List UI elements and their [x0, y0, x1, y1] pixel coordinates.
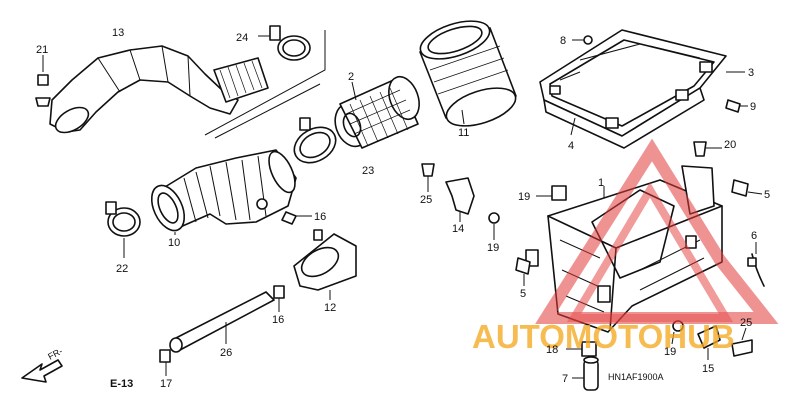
part-clip-17 — [159, 349, 171, 376]
part-bolt-25b — [731, 327, 753, 357]
callout-7: 7 — [562, 373, 568, 385]
part-airbox-cover — [539, 29, 745, 149]
callout-19b: 19 — [487, 242, 499, 254]
part-connecting-tube — [150, 149, 297, 235]
callout-5b: 5 — [520, 288, 526, 300]
part-grommet-19a — [488, 212, 500, 240]
callout-14: 14 — [452, 223, 464, 235]
part-intake-duct — [49, 45, 269, 134]
callout-4: 4 — [568, 140, 574, 152]
part-bolt-25a — [421, 163, 435, 192]
part-bracket-lines — [204, 30, 326, 139]
callout-19a: 19 — [518, 191, 530, 203]
part-clamp-23 — [293, 117, 337, 164]
callout-8: 8 — [560, 35, 566, 47]
part-clamp-24 — [258, 25, 311, 61]
watermark: AUTOMOTOHUB — [472, 138, 779, 355]
front-marker-label: FR- — [46, 346, 64, 362]
part-screw-8 — [572, 35, 593, 45]
callout-3: 3 — [748, 67, 754, 79]
part-hose-6 — [747, 242, 765, 287]
part-resonator — [293, 229, 357, 300]
callout-13: 13 — [112, 27, 124, 39]
callout-9: 9 — [750, 101, 756, 113]
watermark-text: AUTOMOTOHUB — [472, 318, 735, 355]
section-reference: E-13 — [110, 378, 133, 390]
part-drain-plug-7 — [572, 356, 599, 391]
part-bolt-15 — [697, 325, 721, 360]
callout-24: 24 — [236, 32, 248, 44]
callout-22: 22 — [116, 263, 128, 275]
callout-11: 11 — [458, 127, 469, 139]
part-drain-hose — [169, 291, 275, 353]
callout-1: 1 — [598, 177, 604, 189]
callout-26: 26 — [220, 347, 232, 359]
callout-6: 6 — [751, 230, 757, 242]
callout-25a: 25 — [420, 194, 432, 206]
callout-15: 15 — [702, 363, 714, 375]
part-clamp-22 — [105, 201, 141, 258]
callout-12: 12 — [324, 302, 336, 314]
part-grommet-19b — [536, 185, 567, 201]
callout-19c: 19 — [664, 346, 676, 358]
part-clip-16b — [273, 285, 285, 312]
callout-17: 17 — [160, 378, 172, 390]
part-clip-5b — [515, 257, 531, 286]
callout-5a: 5 — [764, 189, 770, 201]
callout-16b: 16 — [272, 314, 284, 326]
callout-2: 2 — [348, 71, 354, 83]
callout-10: 10 — [168, 237, 180, 249]
callout-23: 23 — [362, 165, 374, 177]
part-screw-9 — [725, 99, 748, 113]
front-arrow: FR- — [21, 346, 64, 383]
callout-21: 21 — [36, 44, 48, 56]
part-clip-18 — [566, 341, 597, 357]
callout-20: 20 — [724, 139, 736, 151]
part-air-filter-element — [334, 75, 420, 149]
part-bolt-21 — [35, 55, 51, 107]
part-clip-16a — [281, 211, 312, 225]
part-bracket-14 — [445, 177, 475, 222]
part-clip-5a — [731, 179, 763, 197]
callout-18: 18 — [546, 344, 558, 356]
callout-25b: 25 — [740, 317, 752, 329]
callout-16a: 16 — [314, 211, 326, 223]
part-bolt-20 — [693, 141, 722, 157]
part-sponge-element — [419, 20, 517, 127]
drawing-code: HN1AF1900A — [608, 372, 664, 382]
